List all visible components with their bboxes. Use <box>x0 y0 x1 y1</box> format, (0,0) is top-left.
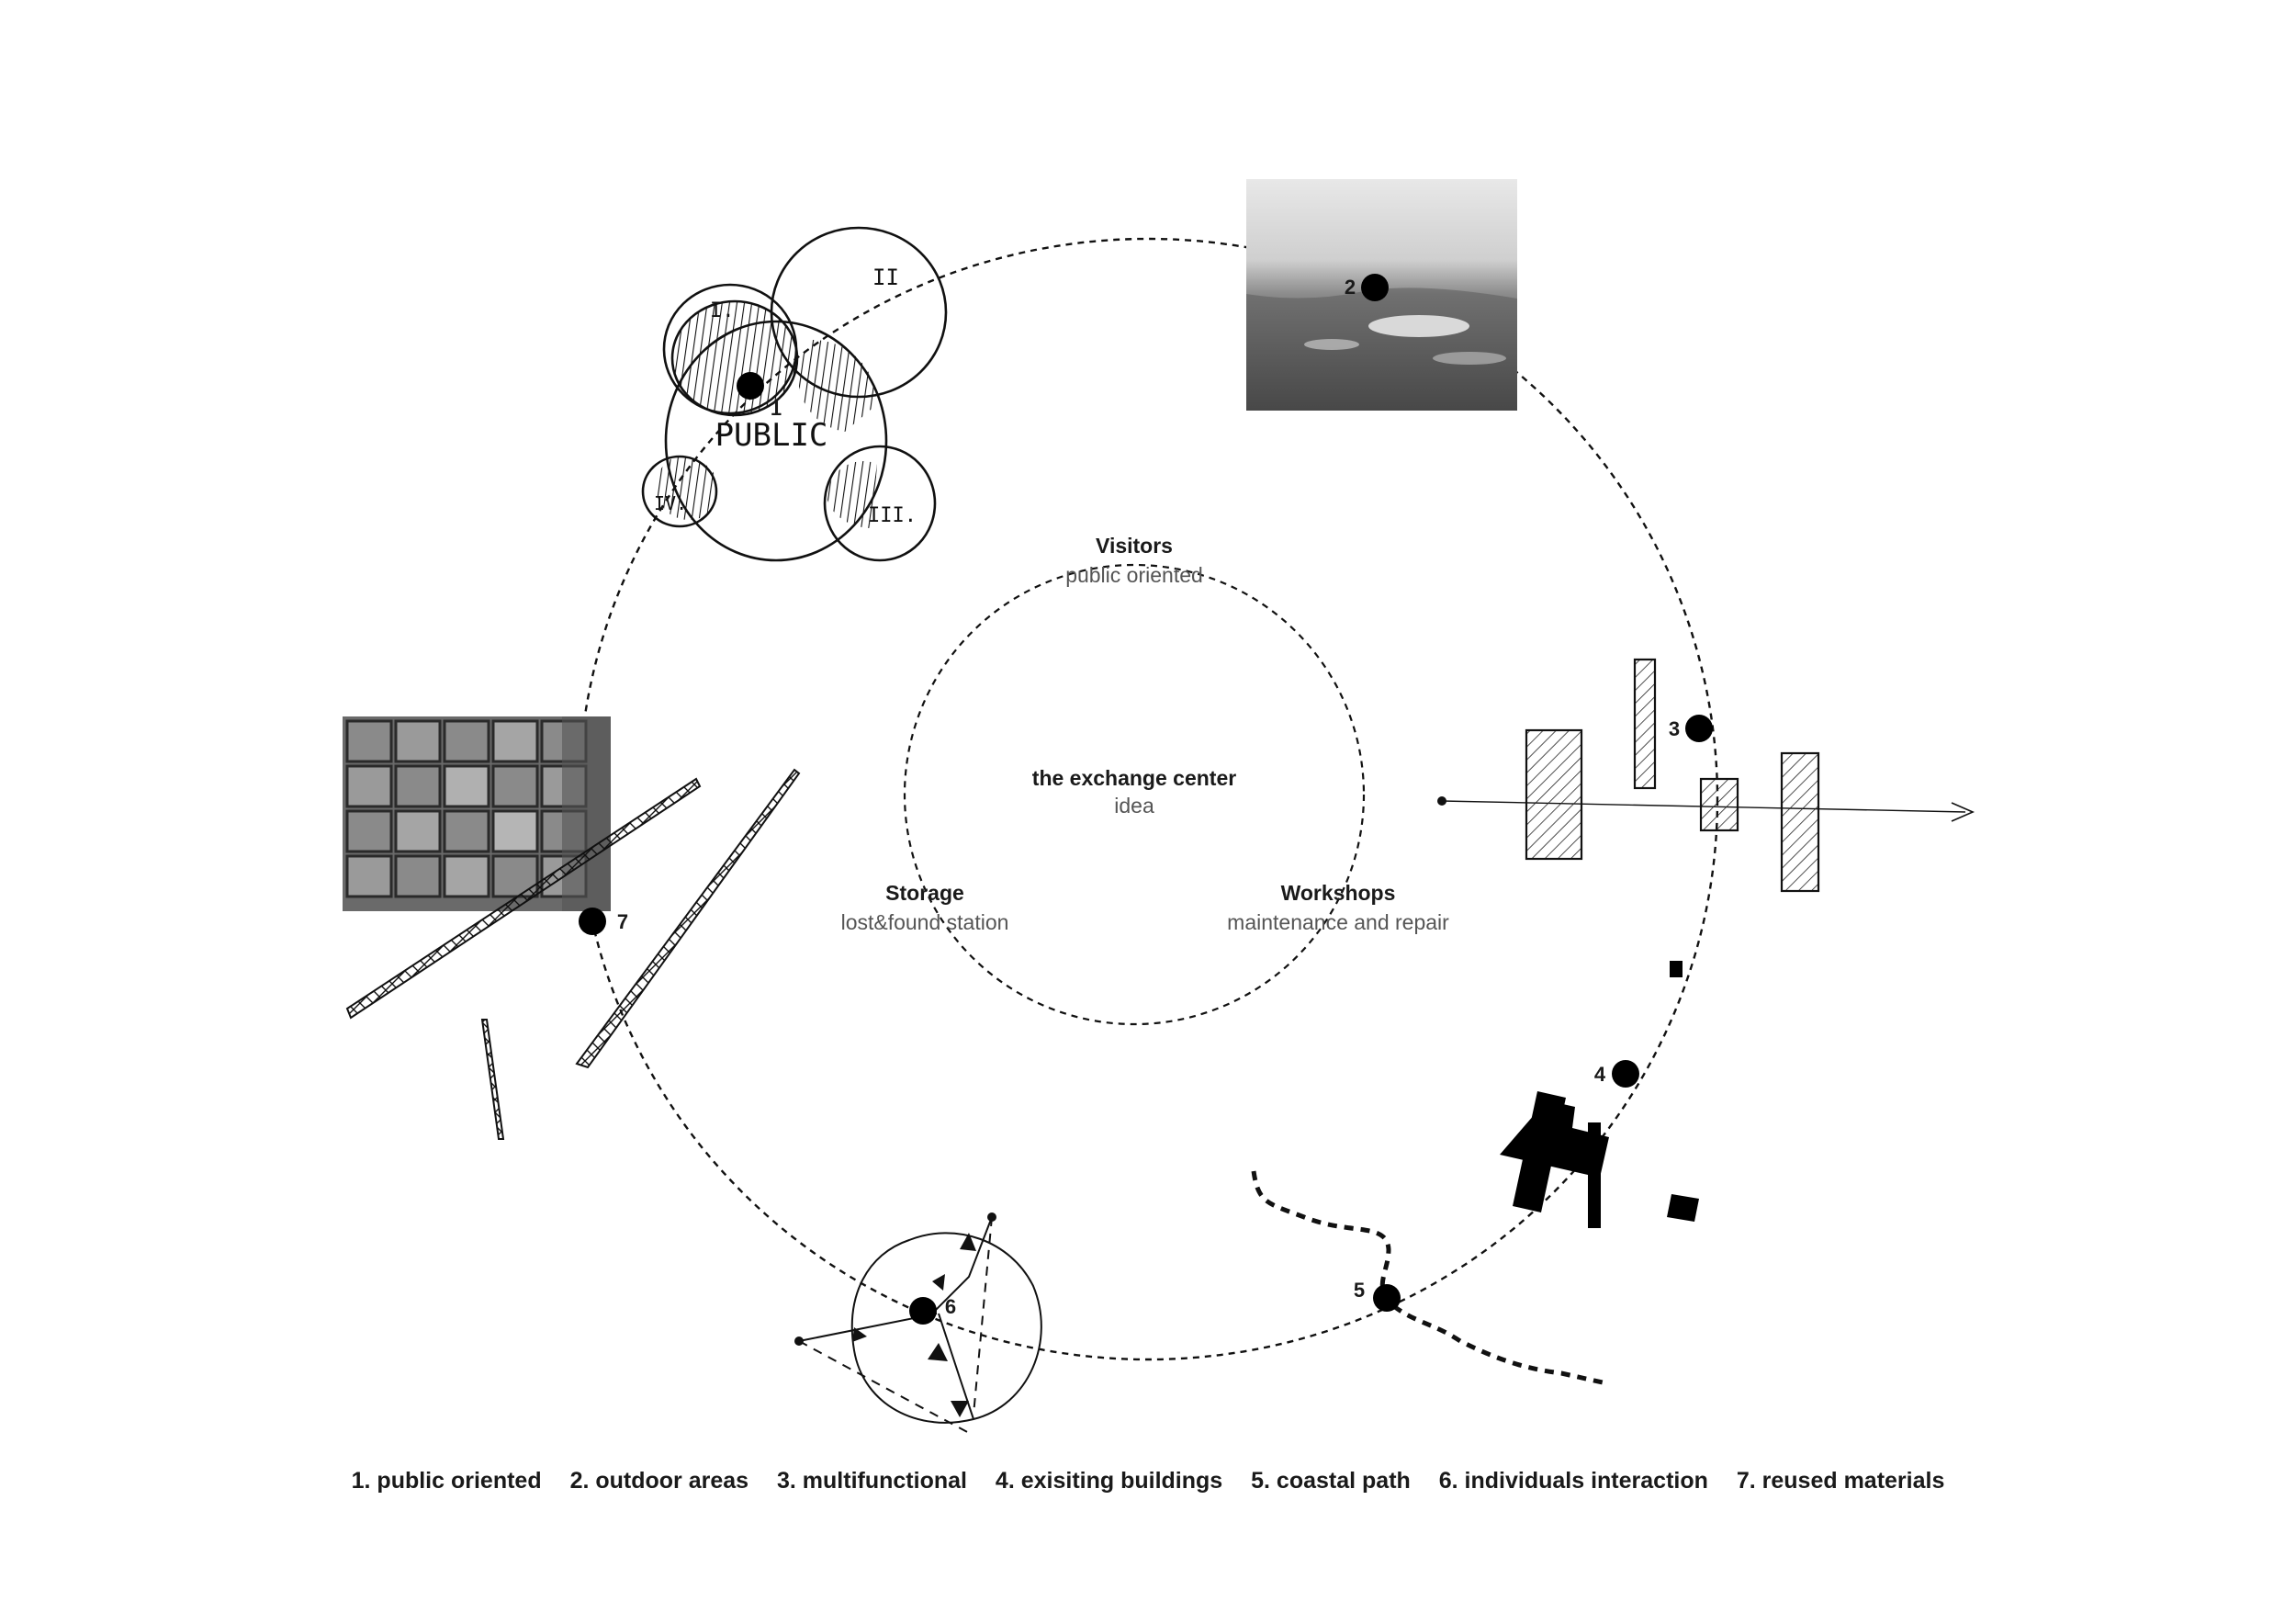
public-bubble-sketch: PUBLIC I. II III. IV. <box>641 226 948 562</box>
sketch-roman-2: II <box>872 265 899 290</box>
sketch-roman-1: I. <box>710 299 735 322</box>
sketch-roman-3: III. <box>868 504 917 527</box>
legend-item-5: 5. coastal path <box>1251 1468 1411 1494</box>
node-6-dot <box>909 1297 937 1325</box>
legend-item-3: 3. multifunctional <box>777 1468 967 1494</box>
node-3: 3 <box>1669 715 1713 742</box>
node-6: 6 <box>909 1295 956 1325</box>
node-4: 4 <box>1594 1060 1639 1088</box>
storage-title: Storage <box>885 881 964 905</box>
node-4-dot <box>1612 1060 1639 1088</box>
visitors-subtitle: public oriented <box>1065 563 1203 587</box>
node-4-label: 4 <box>1594 1063 1606 1086</box>
coastal-path-sketch <box>1251 1170 1604 1385</box>
multifunctional-sketch <box>1437 658 1975 893</box>
node-5: 5 <box>1354 1279 1401 1312</box>
node-2: 2 <box>1345 274 1389 301</box>
storage-subtitle: lost&found station <box>841 910 1009 934</box>
node-3-label: 3 <box>1669 717 1680 740</box>
node-1: 1 <box>737 372 782 420</box>
sketch-roman-4: IV. <box>654 492 687 514</box>
node-7: 7 <box>579 908 628 935</box>
legend-item-1: 1. public oriented <box>351 1468 542 1494</box>
legend-item-6: 6. individuals interaction <box>1438 1468 1708 1494</box>
node-1-label: 1 <box>771 397 782 420</box>
center-title: the exchange center <box>1032 766 1236 790</box>
inner-ring <box>903 563 1366 1026</box>
node-7-dot <box>579 908 606 935</box>
reused-materials-photo <box>343 716 611 911</box>
legend-item-2: 2. outdoor areas <box>569 1468 749 1494</box>
visitors-title: Visitors <box>1096 534 1173 558</box>
node-5-dot <box>1373 1284 1401 1312</box>
node-2-dot <box>1361 274 1389 301</box>
node-2-label: 2 <box>1345 276 1356 299</box>
center-subtitle: idea <box>1114 794 1154 818</box>
existing-buildings-sketch <box>1500 961 1699 1228</box>
workshops-title: Workshops <box>1281 881 1396 905</box>
node-5-label: 5 <box>1354 1279 1365 1302</box>
node-1-dot <box>737 372 764 400</box>
workshops-subtitle: maintenance and repair <box>1227 910 1449 934</box>
legend: 1. public oriented 2. outdoor areas 3. m… <box>0 1468 2296 1494</box>
node-6-label: 6 <box>945 1295 956 1318</box>
legend-item-4: 4. exisiting buildings <box>995 1468 1223 1494</box>
node-7-label: 7 <box>617 910 628 933</box>
truss-sketches <box>345 768 801 1140</box>
node-3-dot <box>1685 715 1713 742</box>
legend-item-7: 7. reused materials <box>1736 1468 1945 1494</box>
sketch-public-label: PUBLIC <box>715 417 828 454</box>
